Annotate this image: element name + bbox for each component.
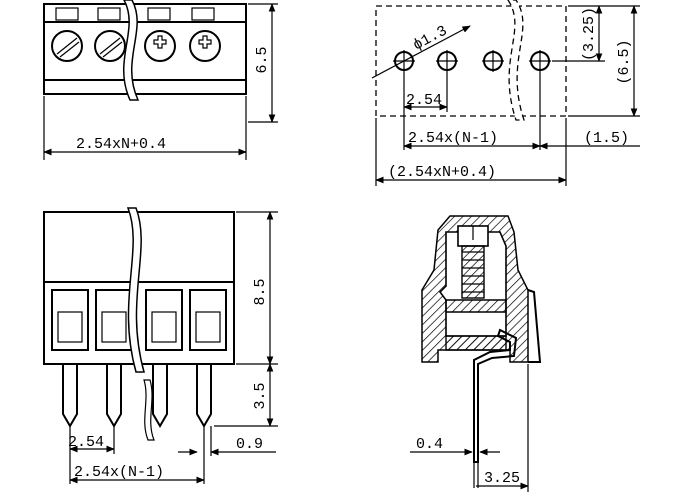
hole-diameter-label: ϕ1.3 xyxy=(410,22,450,54)
front-view: 2.54xN+0.4 6.5 xyxy=(43,0,278,160)
front-height-label: 6.5 xyxy=(254,46,271,73)
front-width-label: 2.54xN+0.4 xyxy=(76,136,166,153)
side-view: 8.5 3.5 2.54 2.54x(N-1) 0.9 xyxy=(43,207,278,484)
cross-section: 0.4 3.25 xyxy=(410,215,542,492)
pcb-depth-label: (6.5) xyxy=(616,39,633,84)
pcb-pitch-label: 2.54 xyxy=(406,92,442,109)
side-pitch-label: 2.54 xyxy=(68,434,104,451)
pin-thickness-label: 0.4 xyxy=(416,436,443,453)
cross-offset-label: 3.25 xyxy=(484,470,520,487)
side-span-label: 2.54x(N-1) xyxy=(74,464,164,481)
pcb-holes xyxy=(393,50,551,72)
pcb-offset-label: (1.5) xyxy=(584,130,629,147)
pcb-span-label: 2.54x(N-1) xyxy=(408,130,498,147)
pcb-row-offset-label: (3.25) xyxy=(581,7,598,61)
pin-dim-label: 0.9 xyxy=(236,436,263,453)
pcb-layout: ϕ1.3 2.54 2.54x(N-1) (1.5) (2.54xN+0.4) … xyxy=(371,0,640,186)
body-height-label: 8.5 xyxy=(252,278,269,305)
screw xyxy=(457,225,489,299)
terminal-cavities xyxy=(51,289,227,351)
screw-heads xyxy=(51,30,221,62)
pins xyxy=(62,364,212,428)
pin-length-label: 3.5 xyxy=(252,382,269,409)
pcb-overall-label: (2.54xN+0.4) xyxy=(388,164,496,181)
